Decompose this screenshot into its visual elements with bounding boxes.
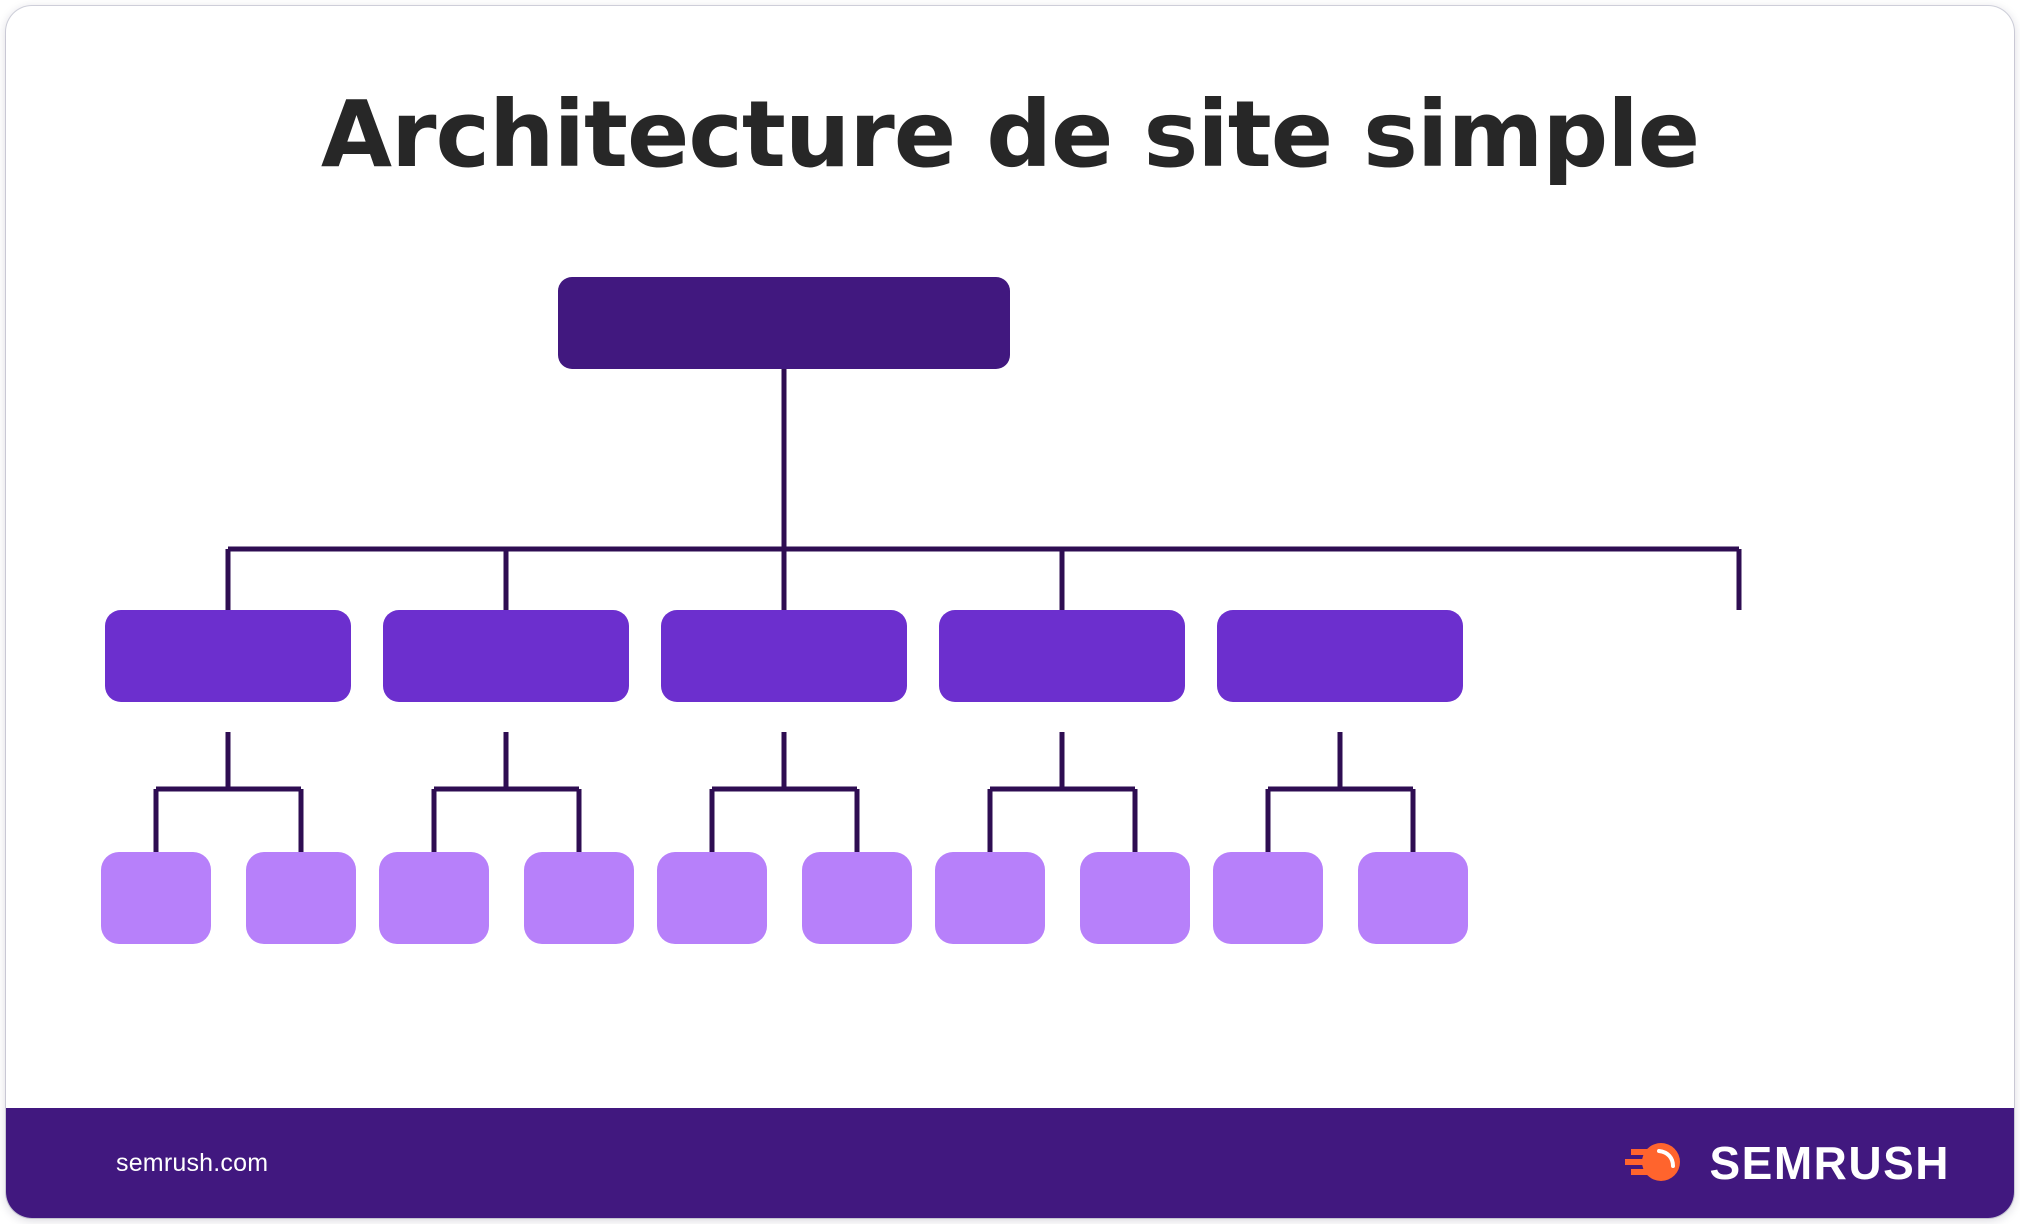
node-level3-3[interactable] xyxy=(379,852,489,944)
infographic-card: Architecture de site simple xyxy=(6,6,2014,1218)
footer-bar: semrush.com SEMRUSH xyxy=(6,1108,2014,1218)
node-level3-8[interactable] xyxy=(1080,852,1190,944)
semrush-logo[interactable]: SEMRUSH xyxy=(1625,1135,1966,1192)
node-level2-2[interactable] xyxy=(383,610,629,702)
footer-url[interactable]: semrush.com xyxy=(116,1148,269,1177)
connector-lines xyxy=(153,369,1742,852)
node-level3-7[interactable] xyxy=(935,852,1045,944)
node-level3-9[interactable] xyxy=(1213,852,1323,944)
node-level2-3[interactable] xyxy=(661,610,907,702)
node-level3-4[interactable] xyxy=(524,852,634,944)
node-level3-5[interactable] xyxy=(657,852,767,944)
semrush-wordmark: SEMRUSH xyxy=(1709,1137,1950,1189)
node-level3-1[interactable] xyxy=(101,852,211,944)
site-architecture-diagram xyxy=(6,6,2014,1114)
node-level3-10[interactable] xyxy=(1358,852,1468,944)
node-level3-6[interactable] xyxy=(802,852,912,944)
node-level2-5[interactable] xyxy=(1217,610,1463,702)
node-level2-1[interactable] xyxy=(105,610,351,702)
node-level1-homepage[interactable] xyxy=(558,277,1010,369)
node-level2-4[interactable] xyxy=(939,610,1185,702)
semrush-comet-icon xyxy=(1625,1135,1687,1192)
page-title: Architecture de site simple xyxy=(320,81,1700,188)
node-level3-2[interactable] xyxy=(246,852,356,944)
